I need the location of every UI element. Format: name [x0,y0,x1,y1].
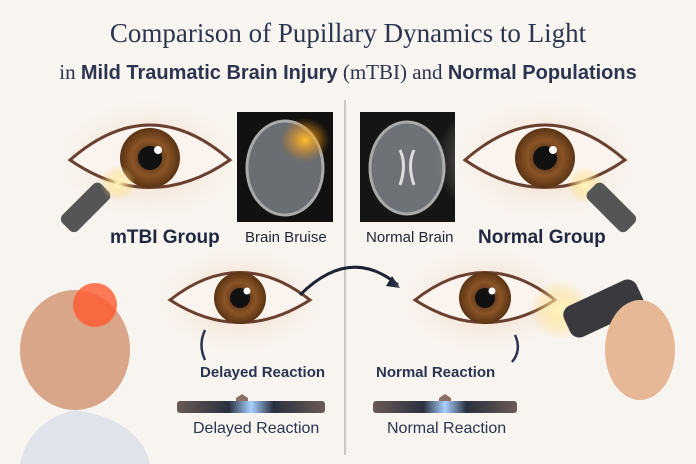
title-line-1: Comparison of Pupillary Dynamics to Ligh… [109,18,587,48]
delayed-eye-icon [140,235,340,365]
delayed-reaction-label: Delayed Reaction [200,364,326,381]
normal-reaction-bar-label: Normal Reaction [387,420,507,437]
normal-reaction-bar [373,394,517,413]
mtbi-group-label: mTBI Group [110,227,220,248]
patient-head-icon [20,283,150,464]
brain-bruise-label: Brain Bruise [245,229,327,246]
normal-reaction-eye-icon [385,235,585,365]
normal-group-label: Normal Group [478,227,606,248]
normal-brain-label: Normal Brain [366,229,454,246]
penlight-icon [60,165,136,233]
arrow-icon [298,265,399,297]
brain-bruise-scan [237,112,333,222]
flashlight-icon [530,279,675,400]
penlight-icon [567,167,637,233]
normal-reaction-label: Normal Reaction [376,364,496,381]
delayed-reaction-bar-label: Delayed Reaction [193,420,320,437]
delayed-reaction-bar [177,394,325,413]
title-line-2: in Mild Traumatic Brain Injury (mTBI) an… [59,60,637,84]
